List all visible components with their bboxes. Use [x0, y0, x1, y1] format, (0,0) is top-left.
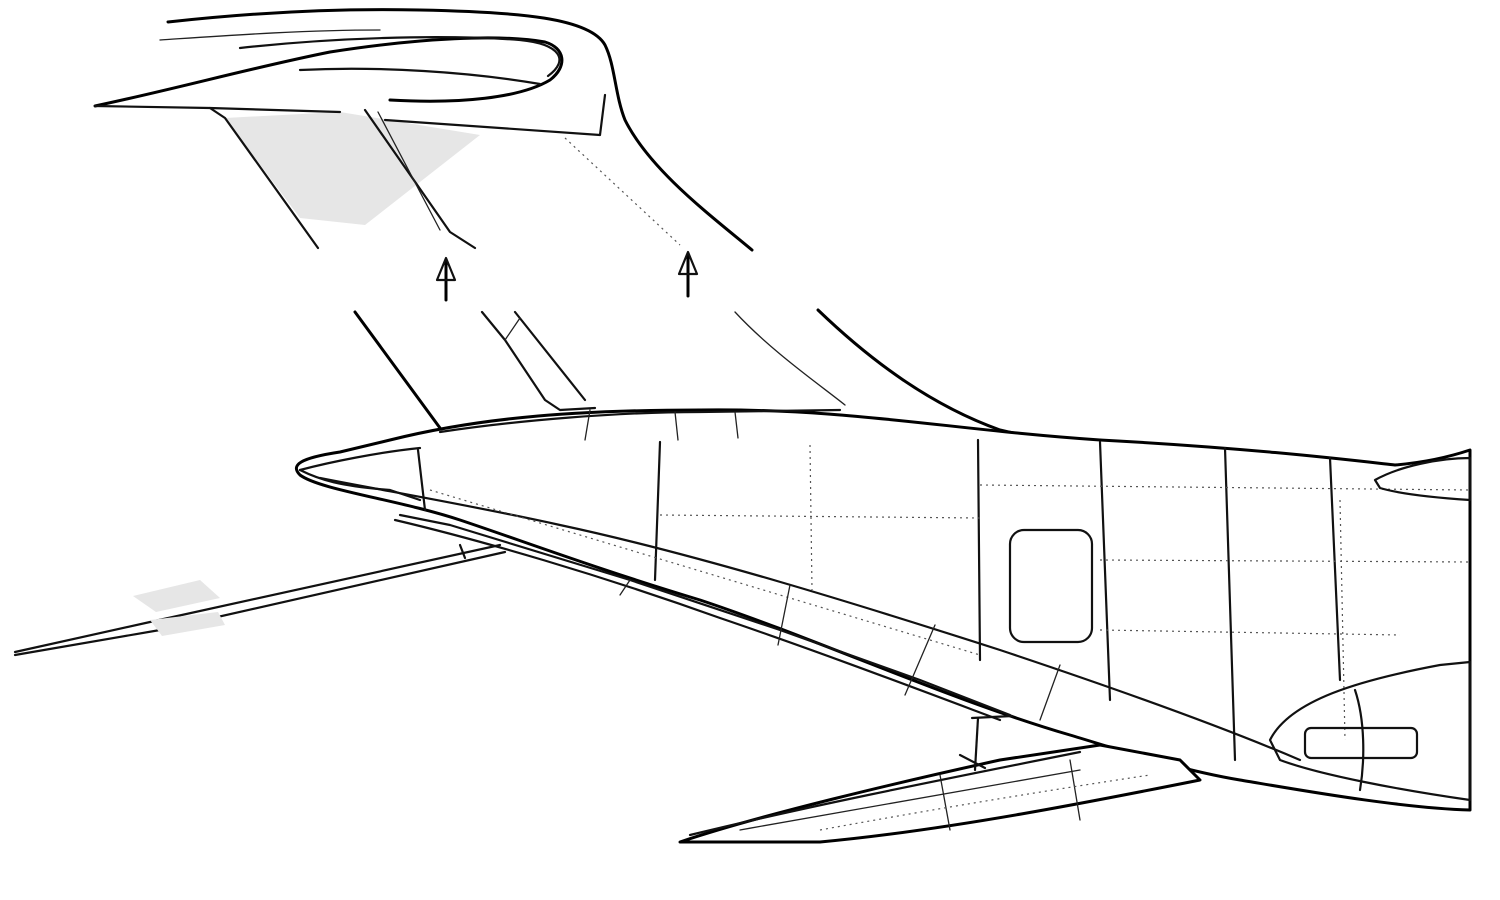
fuselage-outline	[294, 408, 1472, 812]
bullet-fairing-upper	[238, 36, 561, 78]
rudder-shading	[225, 112, 480, 225]
up-arrow-icon	[435, 256, 457, 302]
rivet-row-3	[1099, 559, 1471, 563]
frame-3	[976, 438, 982, 662]
tailcone-spine	[318, 476, 1302, 762]
lower-tailcone	[1268, 660, 1472, 802]
frame-1	[416, 448, 427, 512]
rivet-col-1	[809, 444, 813, 591]
rudder-line-top	[377, 111, 441, 231]
lower-vent	[1303, 726, 1419, 760]
fuselage-tail	[294, 408, 1472, 812]
fillet-frame-a	[584, 409, 591, 441]
rudder-line-lower	[513, 310, 587, 402]
fin-fillet-line	[438, 408, 842, 434]
rudder-tab	[504, 317, 521, 341]
lower-tailcone-frame	[1353, 688, 1365, 792]
lower-tailplane-outline	[678, 743, 1202, 844]
rivet-row-4	[1099, 629, 1401, 636]
strip-seg-2	[777, 584, 791, 646]
ventral-strip-top	[398, 513, 1012, 717]
strip-seg-1	[619, 579, 631, 596]
probe-lower	[13, 550, 507, 657]
probe-upper	[13, 543, 502, 654]
frame-6	[1328, 456, 1342, 682]
frame-2	[653, 440, 662, 582]
tailplane-rivets	[819, 774, 1151, 831]
rudder-hinge-top	[363, 108, 477, 250]
tailcone-tip	[298, 468, 422, 502]
strut-foot	[958, 753, 987, 770]
tailplane-seg-2	[1069, 759, 1081, 821]
frame-5	[1223, 446, 1237, 762]
fin-trailing-edge-top	[208, 106, 320, 250]
tip-line	[159, 29, 381, 41]
probe-fin-lower	[150, 612, 225, 636]
rivet-col-2	[1339, 499, 1346, 741]
tailplane-seg-1	[939, 774, 951, 831]
strip-seg-3	[904, 624, 936, 696]
ventral-fairing	[393, 513, 1061, 722]
fin-trailing-edge-lower	[353, 310, 442, 430]
strip-seg-4	[1039, 664, 1061, 721]
tailplane-trailing-edge	[93, 104, 342, 114]
tail-probe	[13, 543, 507, 657]
fin-root-fairing	[383, 93, 607, 137]
probe-fin-upper	[133, 580, 220, 612]
lower-tailplane-edge	[688, 750, 1082, 837]
tailplane-tip-top	[93, 36, 564, 108]
fin-leading-edge-top	[166, 8, 754, 252]
upper-nozzle-fairing	[1373, 456, 1472, 502]
fillet-frame-c	[734, 411, 739, 439]
fin-upper-section	[93, 8, 754, 252]
rudder-hinge-lower	[480, 310, 597, 412]
up-arrow-icon	[677, 250, 699, 298]
lower-tailplane-hinge	[739, 769, 1081, 831]
lower-tailplane	[678, 714, 1202, 844]
strut	[973, 716, 980, 772]
strut-top	[970, 714, 1014, 720]
fin-panel-line-lower	[734, 311, 846, 406]
access-door	[1008, 528, 1094, 644]
probe-mount	[458, 543, 467, 560]
fillet-frame-b	[674, 411, 679, 441]
frame-4	[1098, 440, 1112, 702]
bullet-fairing-mid	[298, 67, 542, 86]
rivet-line-top	[564, 137, 681, 246]
ventral-strip-bottom	[393, 518, 1002, 722]
tailcone-upper-edge	[298, 446, 422, 472]
